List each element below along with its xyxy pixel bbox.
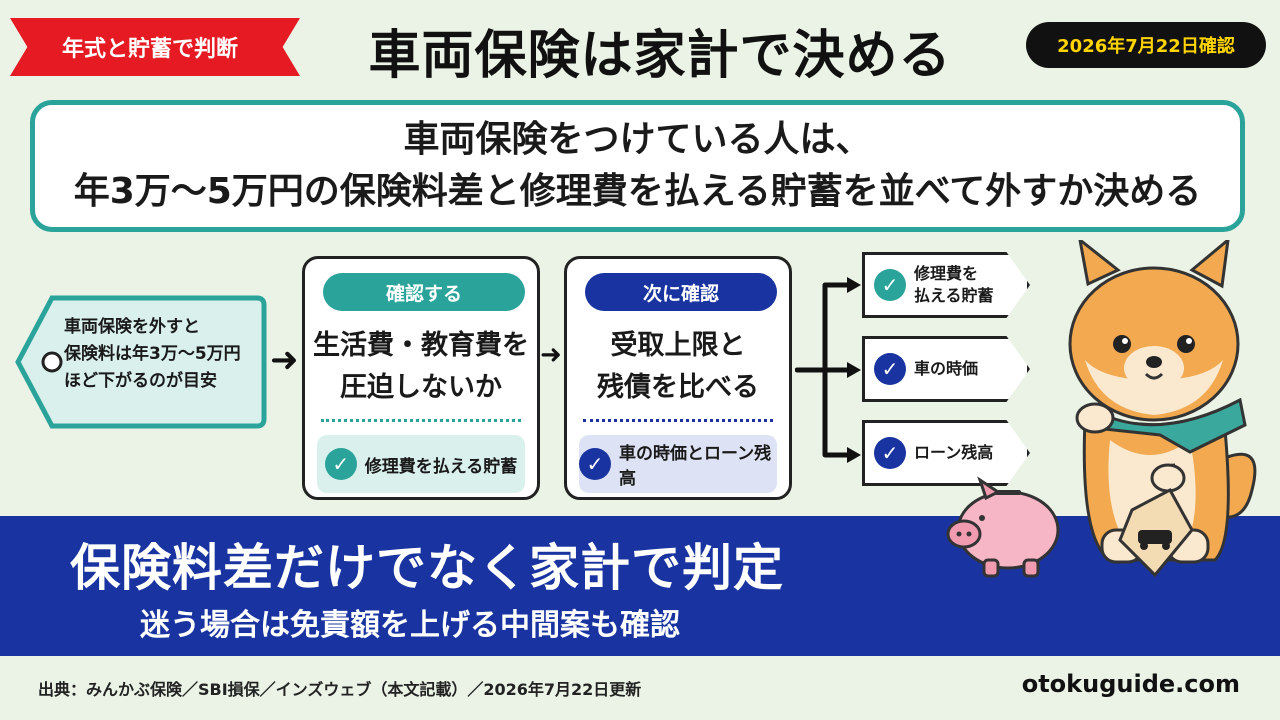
tag-line-2: 保険料は年3万〜5万円 [64,344,241,365]
check-icon: ✓ [874,353,906,385]
check-icon: ✓ [874,437,906,469]
page-title: 車両保険は家計で決める [368,25,952,86]
check-item-market-value [862,336,1030,402]
step-2-pill: 次に確認 [585,273,777,311]
date-badge: 2026年7月22日確認 [1026,22,1266,68]
branch-arrows-icon [795,277,861,463]
step-2-check: ✓ 車の時価とローン残高 [579,435,777,493]
check-2-label: 車の時価 [914,359,979,379]
step-1-check-label: 修理費を払える貯蓄 [364,456,518,477]
check-item-savings-content: ✓ 修理費を 払える貯蓄 [874,252,994,318]
summary-line-2: 年3万〜5万円の保険料差と修理費を払える貯蓄を並べて外すか決める [73,171,1202,212]
step-2-line-2: 残債を比べる [597,371,759,403]
arrow-right-icon: ➜ [270,340,299,380]
arrow-right-icon: ➜ [540,340,562,370]
category-ribbon: 年式と貯蓄で判断 [10,18,300,76]
summary-box: 車両保険をつけている人は、 年3万〜5万円の保険料差と修理費を払える貯蓄を並べて… [30,100,1245,232]
tag-shape-icon [15,295,267,429]
check-icon: ✓ [324,448,357,480]
step-card-2: 次に確認 受取上限と 残債を比べる ✓ 車の時価とローン残高 [564,256,792,500]
conclusion-title: 保険料差だけでなく家計で判定 [70,539,784,597]
divider [321,419,521,422]
step-card-1: 確認する 生活費・教育費を 圧迫しないか ✓ 修理費を払える貯蓄 [302,256,540,500]
price-tag: 車両保険を外すと 保険料は年3万〜5万円 ほど下がるのが目安 [12,292,267,432]
step-2-text: 受取上限と 残債を比べる [567,325,789,409]
check-1-line-2: 払える貯蓄 [914,286,994,305]
divider [583,419,773,422]
conclusion-band [0,516,1280,656]
check-1-line-1: 修理費を [914,264,979,284]
check-icon: ✓ [579,448,611,480]
check-3-label: ローン残高 [914,443,994,463]
step-2-line-1: 受取上限と [610,330,746,361]
step-1-text: 生活費・教育費を 圧迫しないか [305,325,537,409]
tag-line-3: ほど下がるのが目安 [64,371,217,392]
check-item-market-value-content: ✓ 車の時価 [874,336,978,402]
shiba-dog-illustration [1068,240,1257,578]
check-icon: ✓ [874,269,906,301]
source-citation: 出典：みんかぶ保険／SBI損保／インズウェブ（本文記載）／2026年7月22日更… [38,680,642,699]
tag-line-1: 車両保険を外すと [64,317,200,337]
site-url: otokuguide.com [1021,670,1240,698]
piggy-bank-icon [946,476,1060,578]
step-1-pill: 確認する [323,273,525,311]
summary-line-1: 車両保険をつけている人は、 [403,118,872,160]
step-2-check-label: 車の時価とローン残高 [619,444,772,489]
step-1-line-1: 生活費・教育費を [313,330,529,361]
check-item-loan-content: ✓ ローン残高 [874,420,993,486]
check-item-savings-label: 修理費を 払える貯蓄 [914,263,994,306]
conclusion-subtitle: 迷う場合は免責額を上げる中間案も確認 [140,608,680,643]
tag-text: 車両保険を外すと 保険料は年3万〜5万円 ほど下がるのが目安 [64,314,264,396]
step-1-check: ✓ 修理費を払える貯蓄 [317,435,525,493]
step-1-line-2: 圧迫しないか [340,371,502,403]
